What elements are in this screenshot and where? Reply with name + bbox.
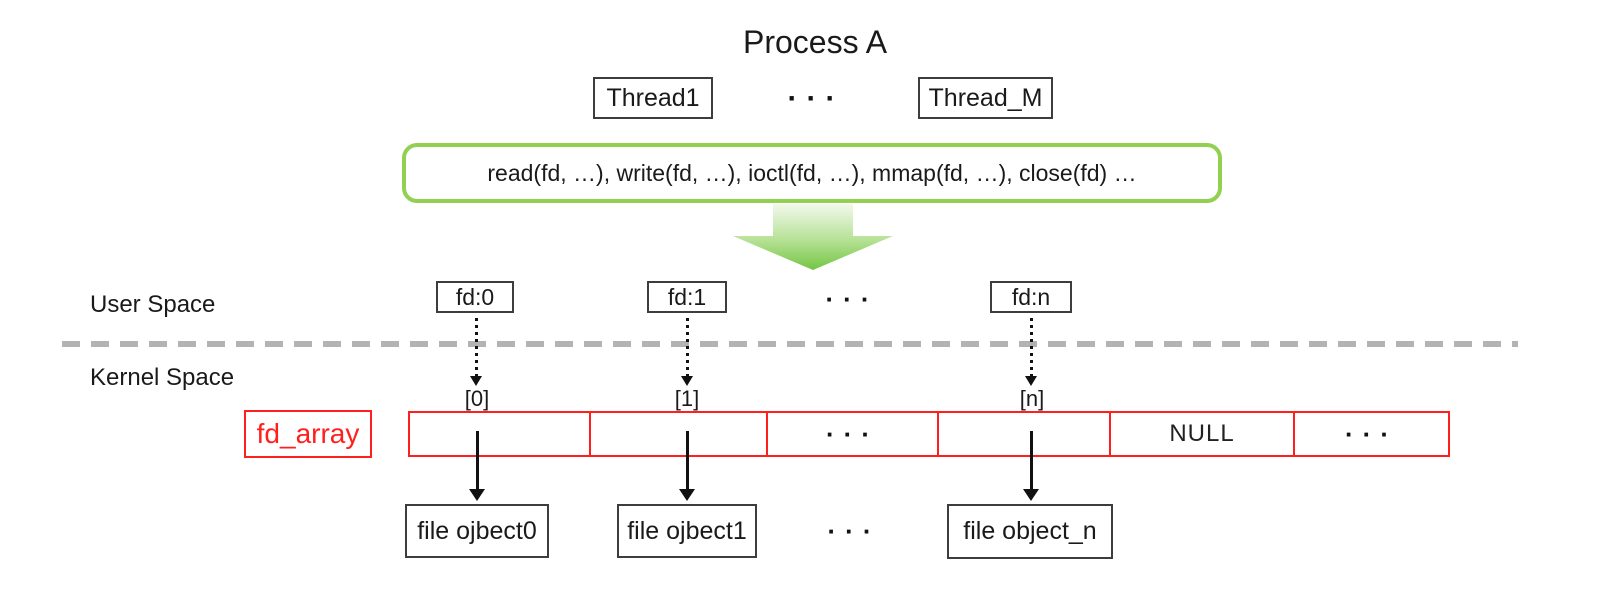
thread1-box: Thread1 bbox=[593, 77, 713, 119]
arrowhead-down-icon bbox=[469, 489, 485, 501]
fd0-label: fd:0 bbox=[455, 283, 495, 310]
file-object-n-label: file object_n bbox=[963, 517, 1097, 545]
process-title: Process A bbox=[742, 24, 888, 60]
fd-array-label: fd_array bbox=[256, 418, 360, 449]
thread-m-box: Thread_M bbox=[918, 77, 1053, 119]
kernel-space-label: Kernel Space bbox=[90, 364, 235, 391]
fd1-label: fd:1 bbox=[667, 283, 707, 310]
user-kernel-boundary bbox=[62, 341, 1518, 347]
threads-ellipsis: ··· bbox=[787, 82, 845, 115]
syscall-text: read(fd, …), write(fd, …), ioctl(fd, …),… bbox=[487, 159, 1137, 186]
solid-arrow-n bbox=[1023, 431, 1039, 501]
file-object1-box: file ojbect1 bbox=[617, 504, 757, 558]
fds-ellipsis: ··· bbox=[825, 284, 879, 314]
arrowhead-down-icon bbox=[470, 376, 482, 386]
fd0-box: fd:0 bbox=[436, 281, 514, 313]
fd-array-cell-null: NULL bbox=[1111, 413, 1295, 455]
fd-array-cell-ellipsis: ··· bbox=[768, 413, 939, 455]
dotted-arrow-fd0 bbox=[470, 318, 482, 386]
fd-array-cell-0 bbox=[410, 413, 591, 455]
file-objects-ellipsis: ··· bbox=[827, 516, 881, 546]
index-label-1: [1] bbox=[674, 386, 700, 411]
arrowhead-down-icon bbox=[1025, 376, 1037, 386]
arrowhead-down-icon bbox=[681, 376, 693, 386]
fd-array-cell-ellipsis-2: ··· bbox=[1345, 418, 1398, 449]
fd1-box: fd:1 bbox=[647, 281, 727, 313]
fdn-box: fd:n bbox=[990, 281, 1072, 313]
file-object0-box: file ojbect0 bbox=[405, 504, 549, 558]
thread1-label: Thread1 bbox=[606, 83, 700, 112]
fd-array-cell-n bbox=[939, 413, 1111, 455]
index-label-n: [n] bbox=[1019, 386, 1045, 411]
solid-arrow-0 bbox=[469, 431, 485, 501]
arrowhead-down-icon bbox=[679, 489, 695, 501]
down-arrow-green bbox=[733, 204, 893, 270]
dotted-arrow-fdn bbox=[1025, 318, 1037, 386]
file-object1-label: file ojbect1 bbox=[627, 516, 747, 545]
fd-array-row: ··· NULL ··· bbox=[408, 411, 1450, 457]
fd-array-cell-1 bbox=[591, 413, 768, 455]
arrowhead-down-icon bbox=[1023, 489, 1039, 501]
user-space-label: User Space bbox=[90, 291, 216, 318]
file-object-n-box: file object_n bbox=[947, 504, 1113, 559]
syscall-box: read(fd, …), write(fd, …), ioctl(fd, …),… bbox=[402, 143, 1222, 203]
solid-arrow-1 bbox=[679, 431, 695, 501]
dotted-arrow-fd1 bbox=[681, 318, 693, 386]
index-label-0: [0] bbox=[464, 386, 490, 411]
fd-array-label-box: fd_array bbox=[244, 410, 372, 458]
file-object0-label: file ojbect0 bbox=[417, 516, 537, 545]
thread-m-label: Thread_M bbox=[928, 83, 1043, 112]
fdn-label: fd:n bbox=[1011, 283, 1051, 310]
